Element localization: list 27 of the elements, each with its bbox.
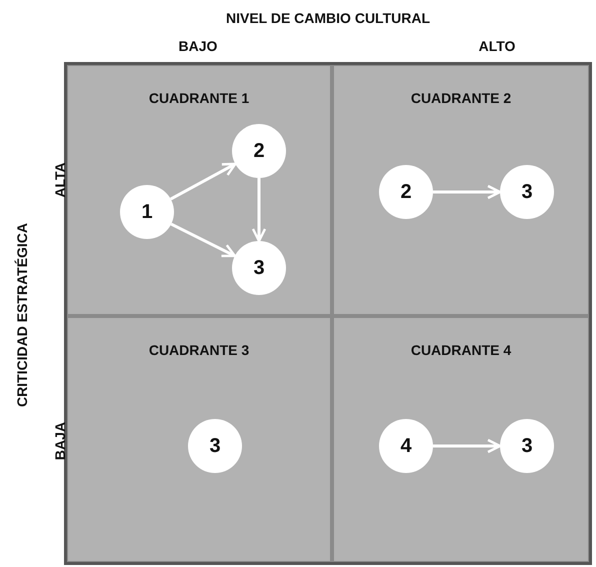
step-circle: 3 xyxy=(500,419,554,473)
step-circle: 4 xyxy=(379,419,433,473)
quadrant-panel xyxy=(68,318,330,561)
row-label: ALTA xyxy=(52,162,68,198)
step-circle: 3 xyxy=(232,241,286,295)
axis-title: NIVEL DE CAMBIO CULTURAL xyxy=(226,10,430,26)
quadrant-heading: CUADRANTE 1 xyxy=(148,90,250,106)
step-circle: 2 xyxy=(379,165,433,219)
step-circle: 3 xyxy=(500,165,554,219)
column-label: BAJO xyxy=(178,38,218,54)
quadrant-heading: CUADRANTE 4 xyxy=(410,342,512,358)
quadrant-panel xyxy=(334,66,588,314)
quadrant-panel xyxy=(334,318,588,561)
arrow xyxy=(252,178,266,242)
quadrant-heading: CUADRANTE 3 xyxy=(148,342,250,358)
quadrant-panel xyxy=(68,66,330,314)
row-label: BAJA xyxy=(52,422,68,460)
step-circle: 3 xyxy=(188,419,242,473)
quadrant-heading: CUADRANTE 2 xyxy=(410,90,512,106)
axis-title: CRITICIDAD ESTRATÉGICA xyxy=(14,222,30,408)
arrow xyxy=(433,438,502,454)
arrow xyxy=(170,162,236,200)
arrow xyxy=(433,184,502,200)
column-label: ALTO xyxy=(478,38,516,54)
step-circle: 1 xyxy=(120,185,174,239)
step-circle: 2 xyxy=(232,124,286,178)
arrow xyxy=(170,222,236,258)
